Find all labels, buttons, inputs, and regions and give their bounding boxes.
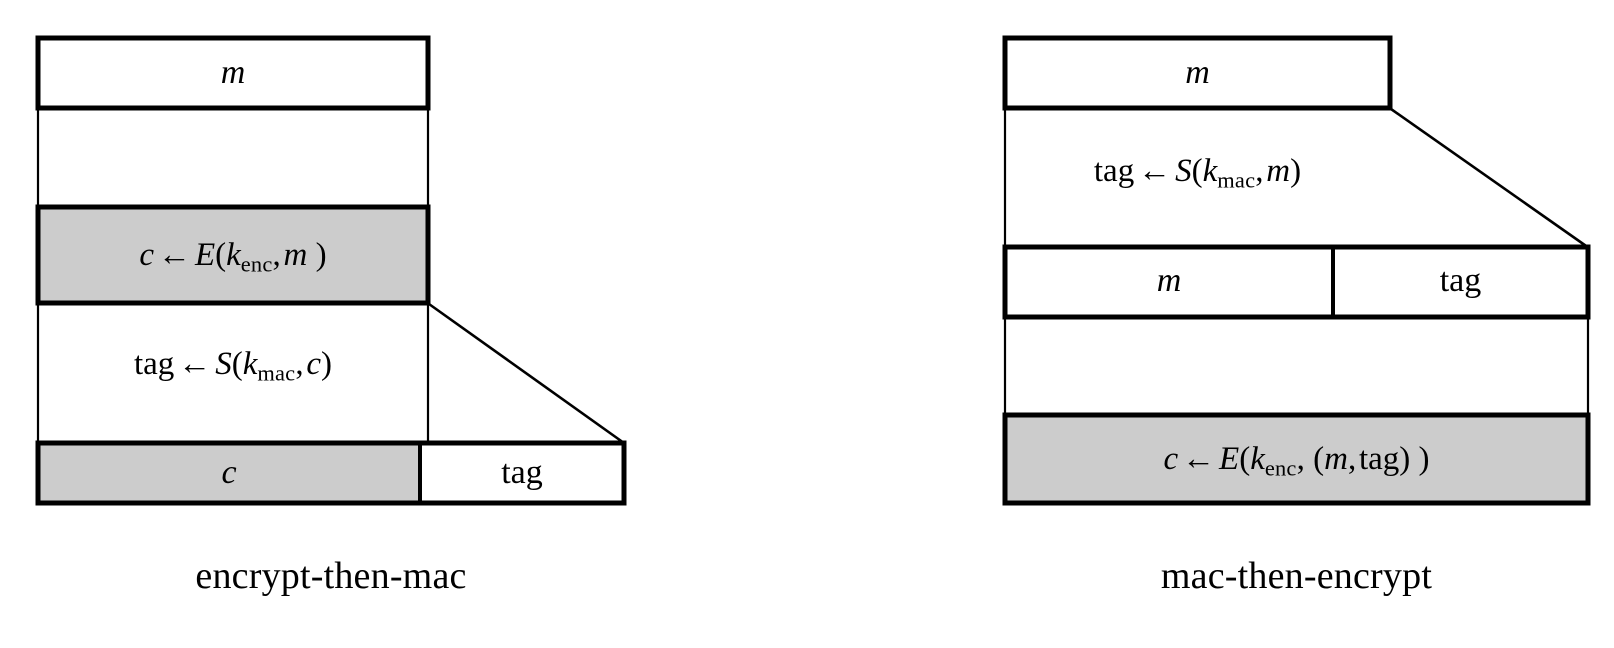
right-encrypt-expression: c←E(kenc, (m, tag) ) (1163, 441, 1430, 481)
right-message-box-fill (1005, 38, 1390, 108)
left-output-c-label: c (221, 454, 237, 491)
left-encrypt-box-outline (35, 204, 431, 306)
left-output-c-fill (38, 443, 420, 503)
right-diagonal-connector (1390, 107, 1590, 250)
left-output-tag-label: tag (501, 454, 543, 491)
left-output-tag-fill (420, 443, 624, 503)
left-encrypt-expression: c←E(kenc, m ) (139, 237, 327, 277)
left-diagonal-connector (428, 302, 625, 445)
right-message-label: m (1185, 54, 1210, 91)
left-message-box-fill (38, 38, 428, 108)
left-encrypt-box-fill (38, 207, 428, 303)
right-panel-group (1002, 35, 1591, 506)
right-encrypt-box-outline (1002, 412, 1591, 506)
left-mac-expression: tag←S(kmac, c) (133, 346, 333, 386)
right-concat-tag-label: tag (1439, 262, 1482, 299)
right-concat-m-label: m (1156, 262, 1182, 299)
left-message-box-outline (35, 35, 431, 111)
left-panel-caption: encrypt-then-mac (195, 555, 467, 597)
right-encrypt-box-fill (1005, 415, 1588, 503)
right-concat-row-outline (1002, 244, 1591, 320)
left-output-row-outline (35, 440, 627, 506)
right-panel-caption: mac-then-encrypt (1160, 555, 1433, 597)
right-message-box-outline (1002, 35, 1393, 111)
right-concat-row-fill (1005, 247, 1588, 317)
left-message-label: m (220, 54, 246, 91)
left-panel-group (35, 35, 627, 506)
right-mac-expression: tag←S(kmac, m) (1093, 153, 1302, 193)
